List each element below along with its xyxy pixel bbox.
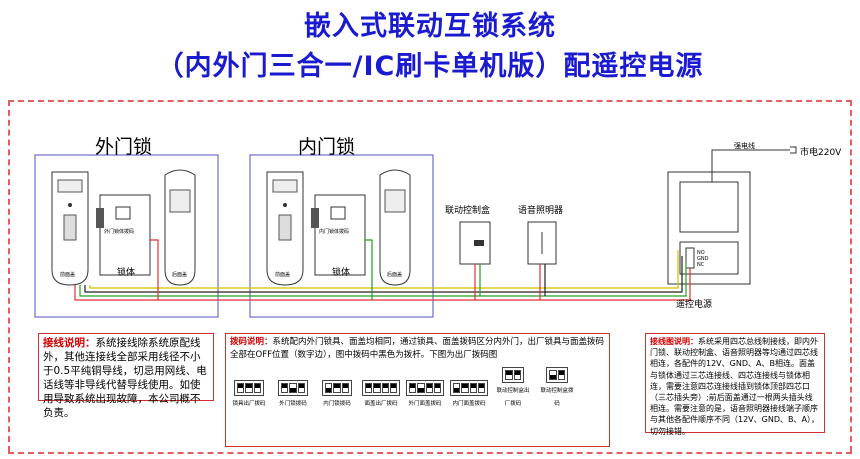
dip-switch-block <box>362 379 400 396</box>
inner-door-frame <box>249 154 434 318</box>
dip-switch <box>425 382 433 393</box>
wiring-note-header: 接线说明： <box>43 337 96 349</box>
dip-switch <box>461 382 469 393</box>
power-terminal-no: NO <box>697 250 705 256</box>
dip-label: 联动控制盒拨码 <box>540 388 574 407</box>
dip-diagram: 内门面盖拨码 <box>450 379 488 411</box>
dip-switch-block <box>546 367 568 383</box>
dip-label: 面盖出厂拨码 <box>364 400 398 407</box>
dip-switch <box>373 382 381 393</box>
outer-back-panel <box>164 169 196 286</box>
dashed-border-right <box>850 100 852 452</box>
dip-note-header: 拨码说明： <box>230 337 273 347</box>
dashed-border-top <box>8 100 852 102</box>
dip-switch <box>557 370 565 380</box>
voice-light-label: 语音照明器 <box>518 206 564 216</box>
dip-switch-block <box>322 379 352 396</box>
inner-back-panel <box>379 169 411 286</box>
dip-label: 锁具出厂拨码 <box>232 400 266 407</box>
diagram-note-body: 系统采用四芯总线制接线，即内外门锁、联动控制盒、语音照明器等均通过四芯线相连，各… <box>650 337 819 436</box>
dashed-border-bottom <box>8 452 852 454</box>
dip-diagram: 内门锁拨码 <box>318 379 356 411</box>
dip-switch <box>365 382 373 393</box>
dip-switch <box>549 370 557 380</box>
dip-switch <box>253 382 261 393</box>
inner-front-panel-label: 前面盖 <box>275 272 291 278</box>
outer-back-panel-label: 后面盖 <box>172 272 188 278</box>
dip-switch <box>281 382 289 393</box>
cable-label: 强电线 <box>734 142 755 150</box>
dip-switch <box>513 370 521 380</box>
linkage-box-label: 联动控制盒 <box>445 206 491 216</box>
dip-diagram: 外门面盖拨码 <box>406 379 444 411</box>
dip-note: 拨码说明：系统配内外门锁具、面盖均相同，通过锁具、面盖拨码区分内外门，出厂锁具与… <box>225 333 610 447</box>
dip-switch <box>389 382 397 393</box>
title-line-1: 嵌入式联动互锁系统 <box>304 11 556 42</box>
dip-label: 外门锁拨码 <box>279 400 307 407</box>
dip-diagram: 锁具出厂拨码 <box>230 379 268 411</box>
outer-lock-body-label: 锁体 <box>117 268 136 278</box>
dip-switch <box>505 370 513 380</box>
dip-switch-block <box>234 379 264 396</box>
dip-diagrams: 锁具出厂拨码 外门锁拨码 内门锁拨码 面盖出厂拨码 外门面盖拨码 内门面盖拨码 联动控制盒出… <box>230 367 605 410</box>
dip-switch <box>341 382 349 393</box>
dip-switch <box>289 382 297 393</box>
diagram-note: 接线图说明：系统采用四芯总线制接线，即内外门锁、联动控制盒、语音照明器等均通过四… <box>645 333 825 436</box>
diagram-note-header: 接线图说明： <box>650 337 698 346</box>
inner-door-label: 内门锁 <box>298 136 356 158</box>
outer-door-frame <box>34 154 219 318</box>
dip-label: 内门锁拨码 <box>323 400 351 407</box>
wiring-note: 接线说明：系统接线除系统原配线外，其他连接线全部采用线径不小于0.5平纯铜导线，… <box>38 333 214 419</box>
dip-diagram: 外门锁拨码 <box>274 379 312 411</box>
title-line-2: （内外门三合一/IC刷卡单机版）配遥控电源 <box>156 51 704 82</box>
dip-switch-block <box>502 367 524 383</box>
dip-diagram: 联动控制盒出厂拨码 <box>494 367 532 410</box>
dip-switch <box>477 382 485 393</box>
dip-switch <box>237 382 245 393</box>
dip-label: 内门面盖拨码 <box>452 400 486 407</box>
dip-switch <box>381 382 389 393</box>
dip-label: 外门面盖拨码 <box>408 400 442 407</box>
dip-switch <box>417 382 425 393</box>
dip-label: 联动控制盒出厂拨码 <box>496 388 530 407</box>
outer-door-label: 外门锁 <box>95 136 153 158</box>
dashed-border-left <box>8 100 10 452</box>
power-terminal-nc: NC <box>697 262 705 268</box>
dip-diagram: 面盖出厂拨码 <box>362 379 400 411</box>
inner-dial-label: 内门锁体拨码 <box>319 229 350 235</box>
inner-lock-body-label: 锁体 <box>332 268 351 278</box>
dip-switch <box>409 382 417 393</box>
dip-switch-block <box>406 379 444 396</box>
wiring-note-body: 系统接线除系统原配线外，其他连接线全部采用线径不小于0.5平纯铜导线，切忌用网线… <box>43 337 207 419</box>
dip-switch <box>333 382 341 393</box>
dip-switch <box>453 382 461 393</box>
dip-switch <box>325 382 333 393</box>
dip-switch <box>245 382 253 393</box>
dip-switch-block <box>278 379 308 396</box>
dip-note-body: 系统配内外门锁具、面盖均相同，通过锁具、面盖拨码区分内外门，出厂锁具与面盖拨码全… <box>230 337 605 360</box>
power-label: 遥控电源 <box>676 300 713 310</box>
dip-switch <box>433 382 441 393</box>
dip-switch-block <box>450 379 488 396</box>
inner-back-panel-label: 后面盖 <box>387 272 403 278</box>
outer-front-panel-label: 前面盖 <box>60 272 76 278</box>
dip-switch <box>469 382 477 393</box>
dip-switch <box>297 382 305 393</box>
dip-diagram: 联动控制盒拨码 <box>538 367 576 410</box>
power-terminal-gnd: GND <box>697 256 709 262</box>
outer-dial-label: 外门锁体拨码 <box>104 229 135 235</box>
mains-label: 市电220V <box>800 148 842 158</box>
